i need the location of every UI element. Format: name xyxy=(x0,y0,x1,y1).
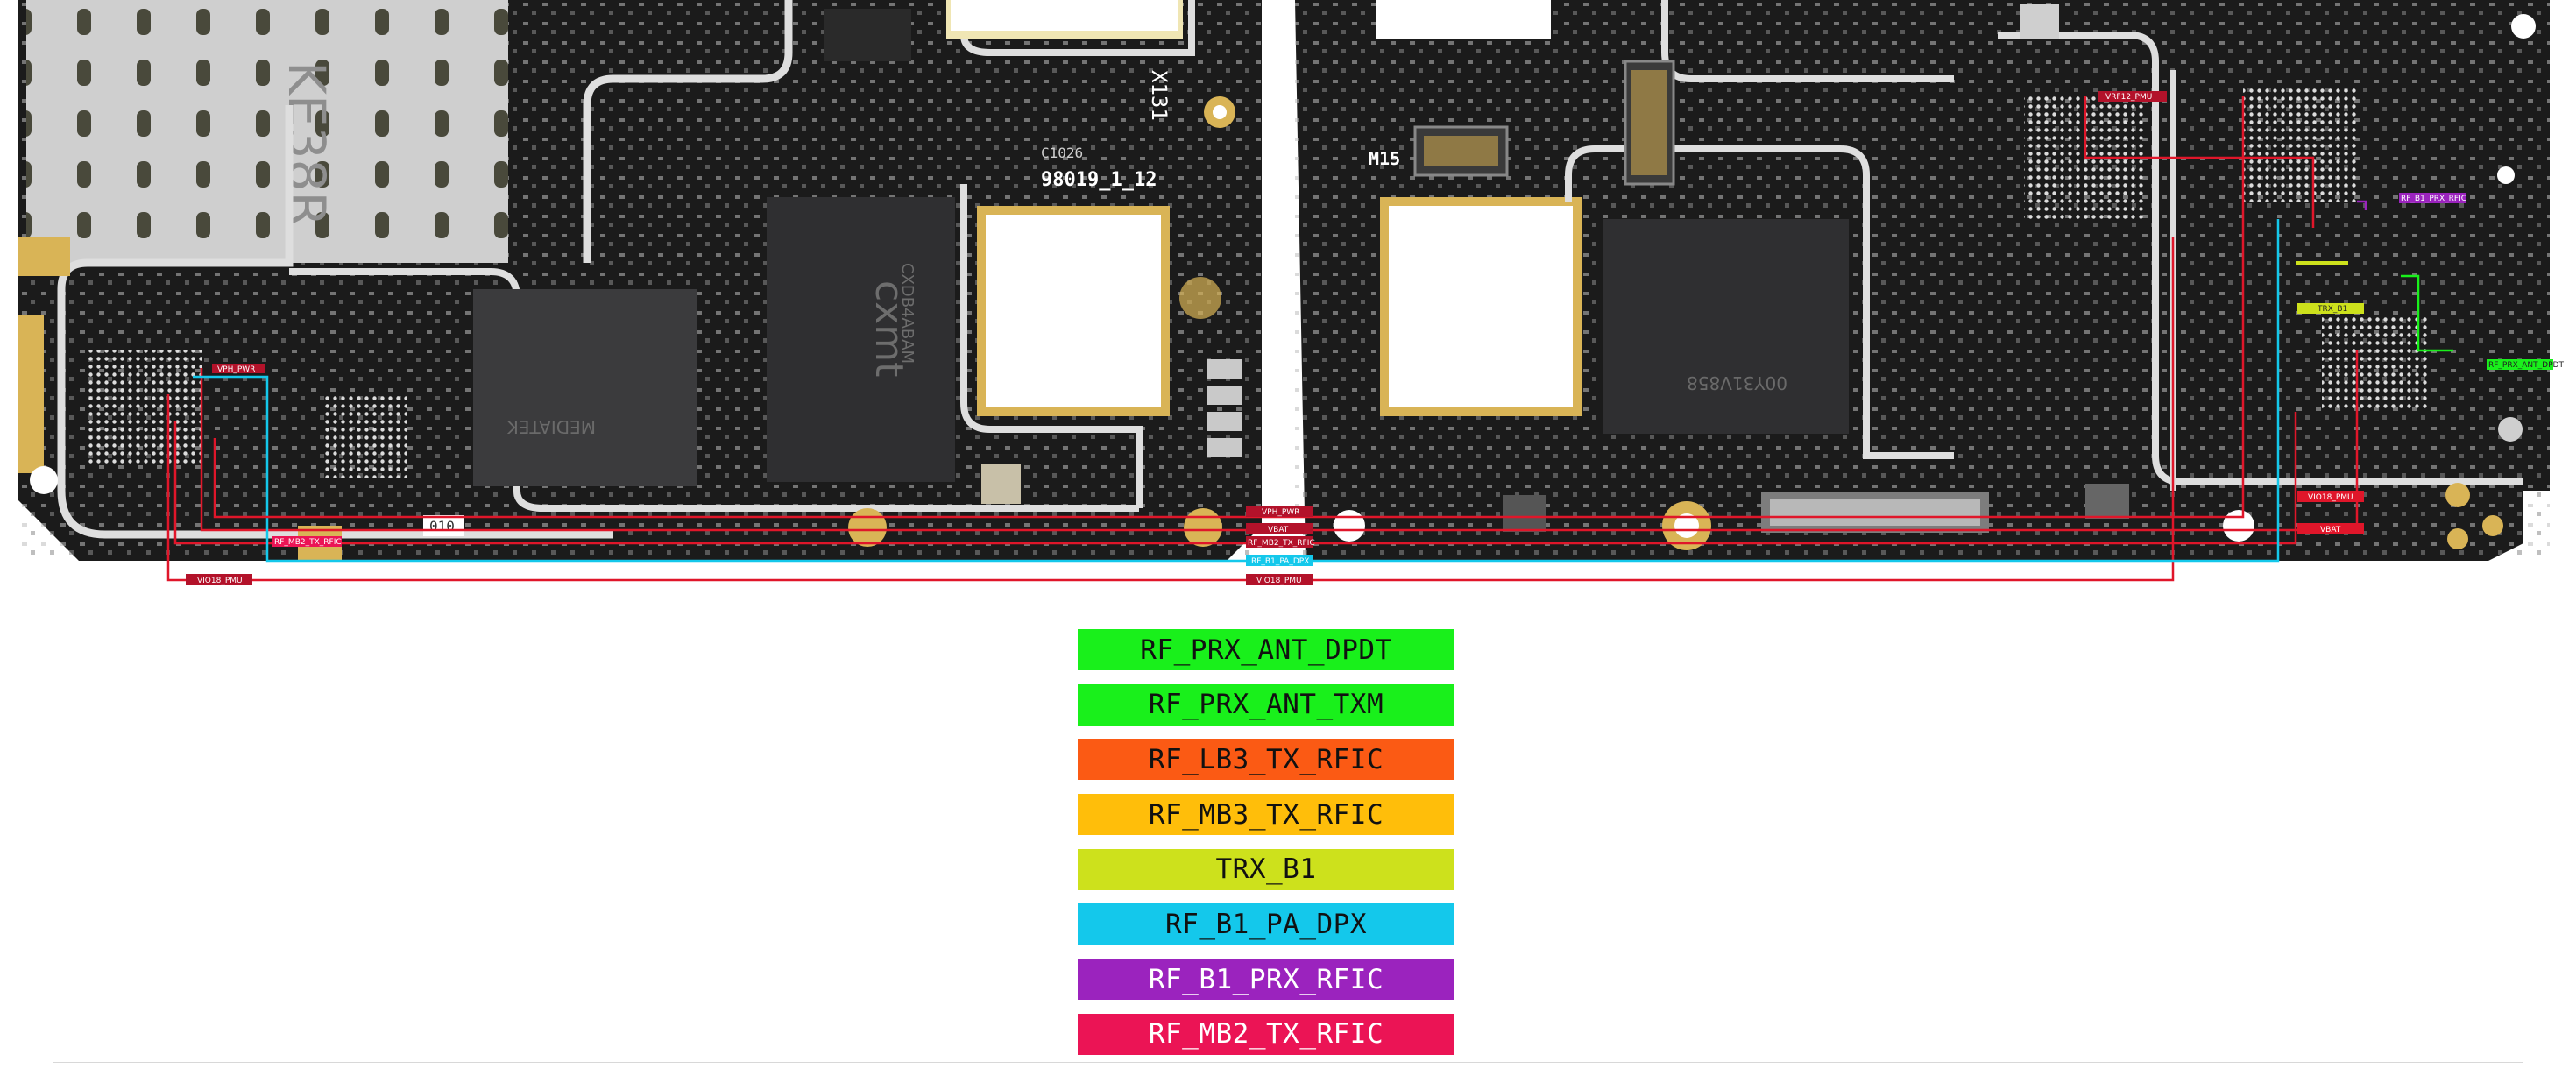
cpu-chip xyxy=(473,289,697,486)
net-vio18-left: VIO18_PMU xyxy=(197,577,243,585)
soc-chip xyxy=(1603,219,1849,434)
chip-code-1: CXDB4ABAM xyxy=(898,263,916,364)
legend-rf-mb2-tx-rfic: RF_MB2_TX_RFIC xyxy=(1078,1013,1454,1055)
right-board: 00Y31V858 M15 xyxy=(1295,0,2550,561)
legend-rf-prx-ant-txm: RF_PRX_ANT_TXM xyxy=(1078,683,1454,726)
small-ref: C1026 xyxy=(1041,145,1083,161)
legend-rf-mb3-tx-rfic: RF_MB3_TX_RFIC xyxy=(1078,794,1454,836)
chip-brand: cxmt xyxy=(867,280,911,377)
net-legend: RF_PRX_ANT_DPDT RF_PRX_ANT_TXM RF_LB3_TX… xyxy=(1078,629,1454,1069)
net-mb2-tx-center: RF_MB2_TX_RFIC xyxy=(1248,539,1315,548)
net-trx-b1: TRX_B1 xyxy=(2317,305,2347,314)
ram-chip xyxy=(767,197,955,482)
pcb-boardview: KE38R MEDIATEK cxmt CXDB4ABAM 98019_1_12 xyxy=(18,0,2564,585)
net-vio18-center: VIO18_PMU xyxy=(1256,577,1302,585)
net-vio18-right: VIO18_PMU xyxy=(2308,493,2353,502)
legend-rf-b1-pa-dpx: RF_B1_PA_DPX xyxy=(1078,903,1454,945)
net-b1-pa-center: RF_B1_PA_DPX xyxy=(1251,557,1309,566)
pcb-marking: X131 xyxy=(1147,70,1171,121)
net-vbat-right: VBAT xyxy=(2320,526,2341,534)
net-label-tags: VPH_PWR RF_MB2_TX_RFIC VIO18_PMU VPH_PWR… xyxy=(186,91,2564,585)
pcb-mark-m15: M15 xyxy=(1369,148,1400,169)
legend-rf-b1-prx-rfic: RF_B1_PRX_RFIC xyxy=(1078,959,1454,1001)
net-mb2-tx-left: RF_MB2_TX_RFIC xyxy=(274,538,342,547)
bottom-divider xyxy=(53,1062,2523,1063)
net-vph-pwr-left: VPH_PWR xyxy=(217,365,255,374)
legend-trx-b1: TRX_B1 xyxy=(1078,848,1454,890)
left-board: KE38R MEDIATEK cxmt CXDB4ABAM 98019_1_12 xyxy=(18,0,1262,561)
chip-code-2: MEDIATEK xyxy=(506,416,596,437)
tag-010: 010 xyxy=(429,518,455,534)
chip-code-right: 00Y31V858 xyxy=(1687,372,1787,393)
net-b1-prx: RF_B1_PRX_RFIC xyxy=(2401,195,2466,203)
legend-rf-lb3-tx-rfic: RF_LB3_TX_RFIC xyxy=(1078,739,1454,781)
net-prx-dpdt: RF_PRX_ANT_DPDT xyxy=(2488,361,2564,370)
legend-rf-prx-ant-dpdt: RF_PRX_ANT_DPDT xyxy=(1078,629,1454,670)
net-vrf12: VRF12_PMU xyxy=(2105,93,2152,102)
net-vph-pwr-center: VPH_PWR xyxy=(1262,508,1299,517)
net-vbat-center: VBAT xyxy=(1268,526,1289,534)
pcb-code: 98019_1_12 xyxy=(1041,169,1157,191)
